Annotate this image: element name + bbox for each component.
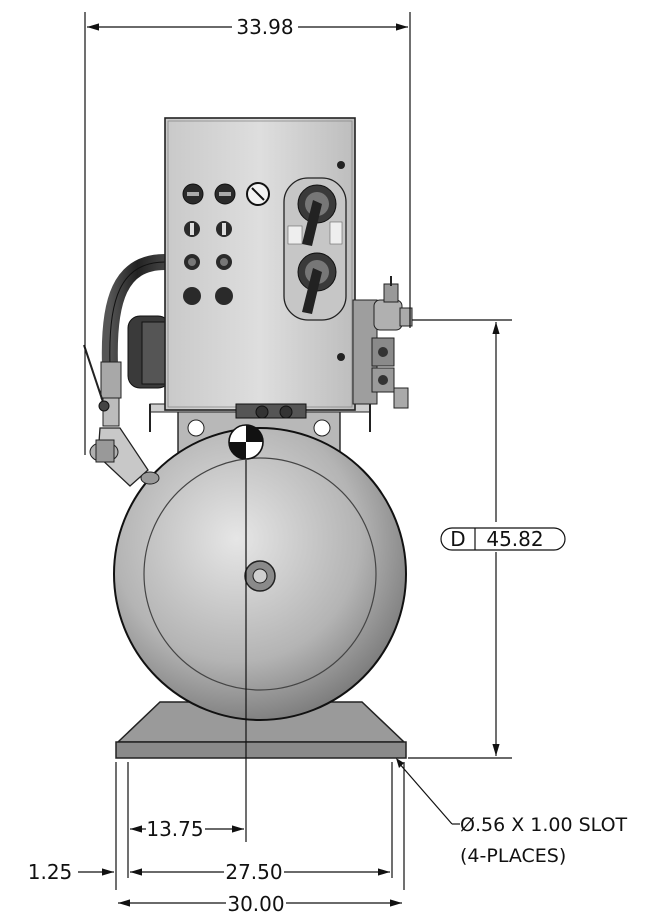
right-valve-assembly (352, 276, 413, 409)
height-label: 45.82 (486, 527, 543, 551)
electrical-enclosure (164, 117, 356, 419)
slot-leader-note: Ø.56 X 1.00 SLOT (4-PLACES) (396, 758, 628, 867)
anchor-offset-label: 1.25 (28, 860, 73, 884)
height-dimension: D 45.82 (408, 319, 566, 759)
anchor-spacing-dimension: 27.50 (152, 860, 390, 884)
slot-note-line2: (4-PLACES) (460, 845, 566, 867)
left-valve-assembly (83, 344, 149, 487)
overall-width-dimension: 33.98 (84, 12, 411, 455)
slot-note-line1: Ø.56 X 1.00 SLOT (460, 814, 628, 836)
indicator-lights (182, 182, 270, 206)
center-of-gravity-symbol (228, 424, 264, 460)
machine-assembly (83, 117, 413, 759)
height-symbol: D (450, 527, 465, 551)
base-extension-lines (115, 460, 405, 890)
center-offset-label: 13.75 (146, 817, 203, 841)
base-width-dimension: 30.00 (118, 892, 402, 916)
overall-width-label: 33.98 (236, 15, 293, 39)
hydraulic-hose (101, 254, 173, 373)
center-offset-dimension: 13.75 (130, 817, 244, 841)
pump-motor (127, 315, 171, 389)
disconnect-handles (283, 177, 347, 321)
base-plate (115, 701, 407, 759)
anchor-offset-dimension: 1.25 (28, 860, 152, 884)
selector-switches (183, 221, 233, 305)
cable-glands (235, 403, 307, 419)
anchor-spacing-label: 27.50 (225, 860, 282, 884)
pressure-tank (113, 427, 407, 721)
base-width-label: 30.00 (227, 892, 284, 916)
